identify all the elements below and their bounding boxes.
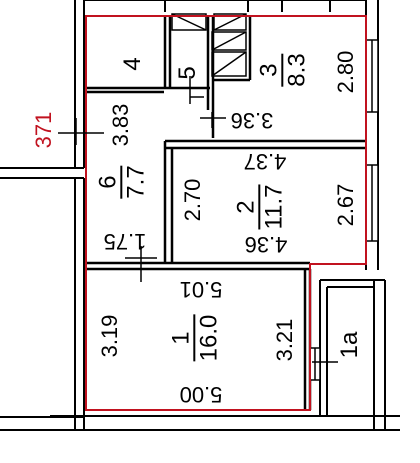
room-3-dim-right: 2.80 — [333, 50, 358, 94]
side-dimension-line — [58, 118, 104, 145]
room-2-area: 11.7 — [258, 184, 288, 230]
room-5-label: 5 — [174, 66, 201, 80]
room-3-area: 8.3 — [281, 53, 311, 87]
room-6-label: 6 7.7 — [94, 165, 150, 199]
room-2-dim-bottom: 4.36 — [244, 232, 288, 257]
apartment-outline — [85, 15, 367, 411]
room-3-dim-bottom: 3.36 — [230, 108, 274, 133]
room-2-number: 2 — [232, 200, 260, 214]
room-2-dim-left: 2.70 — [180, 178, 205, 222]
room-1-dim-left: 3.19 — [97, 314, 122, 358]
room-6-dim-bottom: 1.75 — [103, 229, 147, 254]
room-6-area: 7.7 — [120, 165, 150, 199]
room-6-number: 6 — [94, 175, 122, 189]
room-1-dim-bottom: 5.00 — [179, 382, 223, 407]
internal-walls — [86, 16, 366, 410]
room-1-label: 1 16.0 — [167, 314, 223, 362]
room-4-label: 4 — [119, 57, 146, 71]
room-1-dim-right: 3.21 — [272, 318, 297, 362]
room-2-label: 2 11.7 — [232, 184, 288, 230]
door-marks — [125, 76, 338, 363]
balcony-label: 1a — [336, 331, 363, 359]
room-1-dim-top: 5.01 — [179, 277, 223, 302]
room-3-number: 3 — [255, 63, 283, 77]
room-1-area: 16.0 — [193, 314, 223, 362]
side-dimension-label: 371 — [31, 111, 56, 149]
room-2-dim-top: 4.37 — [243, 149, 287, 174]
room-2-dim-right: 2.67 — [333, 183, 358, 227]
room-1-number: 1 — [167, 331, 195, 345]
room-3-label: 3 8.3 — [255, 53, 311, 87]
room-6-dim-left: 3.83 — [108, 103, 133, 147]
